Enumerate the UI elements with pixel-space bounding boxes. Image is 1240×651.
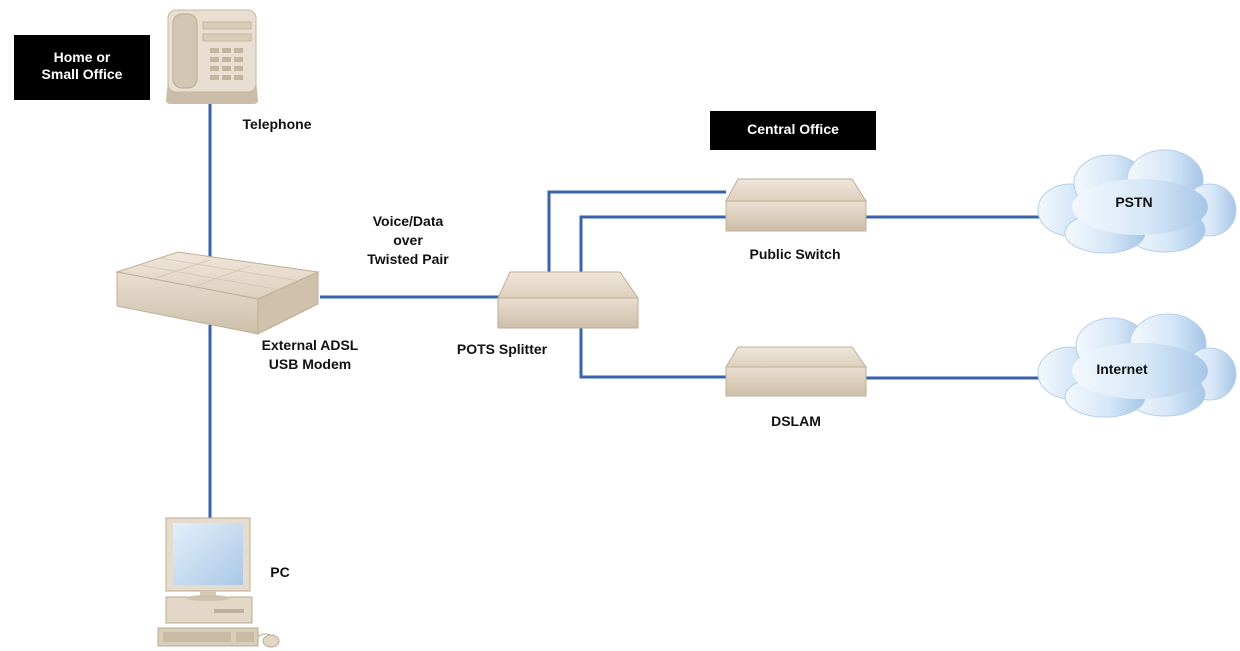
- splitter-label: POTS Splitter: [457, 341, 548, 357]
- switch-icon: [725, 178, 867, 232]
- link-label-line1: Voice/Data: [373, 213, 444, 229]
- central-office-label: Central Office: [747, 121, 839, 137]
- telephone-icon: [166, 9, 258, 104]
- home-office-label-line1: Home or: [54, 49, 111, 65]
- link-label-line2: over: [393, 232, 423, 248]
- modem-icon: [115, 251, 320, 335]
- wire-splitter-switch-upper: [547, 190, 726, 272]
- modem-label-line2: USB Modem: [269, 356, 351, 372]
- splitter-icon: [497, 271, 639, 329]
- switch-label: Public Switch: [749, 246, 840, 262]
- central-office-label-box: Central Office: [710, 111, 876, 150]
- home-office-label-line2: Small Office: [42, 66, 123, 82]
- dslam-icon: [725, 346, 867, 397]
- modem-label-line1: External ADSL: [262, 337, 359, 353]
- connection-lines: [208, 103, 1046, 518]
- telephone-label: Telephone: [243, 116, 312, 132]
- home-office-label-box: Home or Small Office: [14, 35, 150, 100]
- pc-label: PC: [270, 564, 289, 580]
- internet-cloud-icon: [1037, 313, 1237, 418]
- link-label-line3: Twisted Pair: [367, 251, 449, 267]
- wire-splitter-switch-lower: [579, 215, 726, 272]
- dslam-label: DSLAM: [771, 413, 821, 429]
- pstn-cloud-icon: [1037, 149, 1237, 254]
- pstn-label: PSTN: [1115, 194, 1152, 210]
- internet-label: Internet: [1096, 361, 1148, 377]
- wire-splitter-dslam: [579, 328, 726, 379]
- computer-icon: [157, 517, 280, 648]
